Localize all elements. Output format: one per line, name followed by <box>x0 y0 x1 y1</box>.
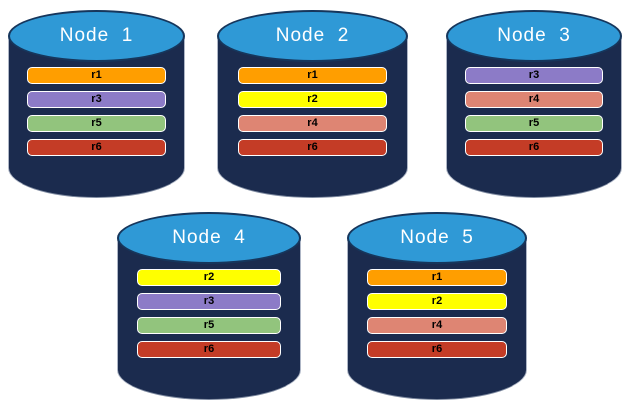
node-cylinder-5: Node 5 r1 r2 r4 r6 <box>347 212 527 400</box>
replica-bar: r6 <box>238 139 387 156</box>
node-title: Node 1 <box>59 25 134 46</box>
cylinder-top-ellipse: Node 2 <box>217 10 408 62</box>
replica-bar-list: r1 r3 r5 r6 <box>27 67 166 156</box>
cylinder-top-ellipse: Node 4 <box>117 212 301 264</box>
node-cylinder-2: Node 2 r1 r2 r4 r6 <box>217 10 408 198</box>
node-title: Node 3 <box>497 25 571 46</box>
replica-bar: r4 <box>366 317 508 334</box>
replica-bar: r2 <box>137 269 281 286</box>
node-cylinder-3: Node 3 r3 r4 r5 r6 <box>446 10 622 198</box>
replica-bar: r3 <box>465 67 603 84</box>
node-cylinder-1: Node 1 r1 r3 r5 r6 <box>8 10 185 198</box>
node-title: Node 5 <box>400 227 474 248</box>
node-title: Node 4 <box>172 227 246 248</box>
replica-bar: r5 <box>465 115 603 132</box>
replica-bar: r6 <box>137 341 281 358</box>
replica-bar-list: r3 r4 r5 r6 <box>465 67 603 156</box>
replica-bar-list: r1 r2 r4 r6 <box>238 67 387 156</box>
replica-bar: r2 <box>366 293 508 310</box>
node-title: Node 2 <box>275 25 350 46</box>
replica-bar: r2 <box>238 91 387 108</box>
replica-bar-list: r1 r2 r4 r6 <box>366 269 508 358</box>
replica-bar: r1 <box>27 67 166 84</box>
replica-bar: r1 <box>366 269 508 286</box>
node-cylinder-4: Node 4 r2 r3 r5 r6 <box>117 212 301 400</box>
replica-bar: r6 <box>27 139 166 156</box>
replica-bar: r4 <box>238 115 387 132</box>
replica-bar: r1 <box>238 67 387 84</box>
replica-bar-list: r2 r3 r5 r6 <box>137 269 281 358</box>
cylinder-top-ellipse: Node 3 <box>446 10 622 62</box>
replica-bar: r6 <box>465 139 603 156</box>
cylinder-top-ellipse: Node 1 <box>8 10 185 62</box>
replica-bar: r5 <box>27 115 166 132</box>
replica-bar: r5 <box>137 317 281 334</box>
replica-bar: r6 <box>366 341 508 358</box>
replica-bar: r3 <box>27 91 166 108</box>
replica-bar: r3 <box>137 293 281 310</box>
cylinder-top-ellipse: Node 5 <box>347 212 527 264</box>
replica-bar: r4 <box>465 91 603 108</box>
